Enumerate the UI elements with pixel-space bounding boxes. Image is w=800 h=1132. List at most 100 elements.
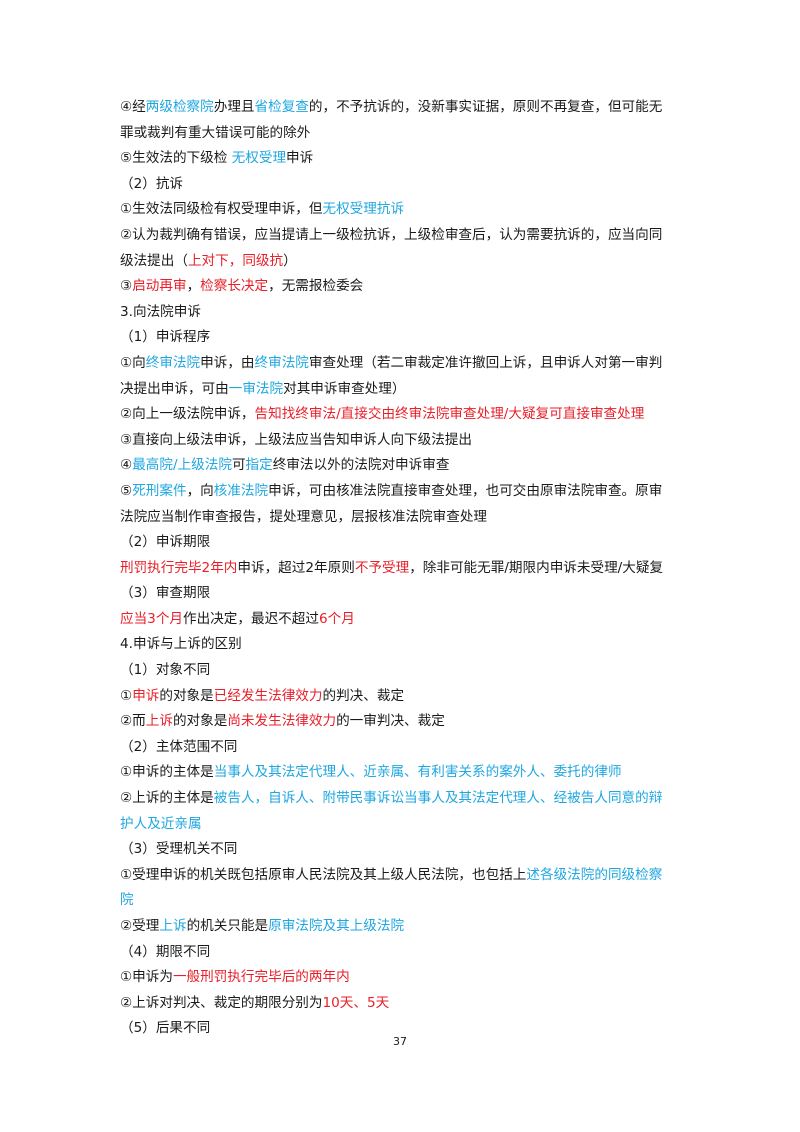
highlight-blue: 无权受理 [231,150,287,167]
highlight-red: 已经发生法律效力 [213,687,323,704]
text-run: （2）主体范围不同 [120,738,238,755]
text-line: ④最高院/上级法院可指定终审法以外的法院对申诉审查 [120,453,690,479]
text-line: 法院应当制作审查报告，提处理意见，层报核准法院审查处理 [120,505,690,531]
text-run: 的，不予抗诉的，没新事实证据，原则不再复查，但可能无 [308,99,663,115]
highlight-blue: 两级检察院 [145,99,214,115]
highlight-blue: 指定 [245,457,273,474]
text-run: （4）期限不同 [120,943,211,960]
highlight-blue: 院 [120,892,134,909]
text-line: （2）主体范围不同 [120,735,690,761]
text-line: ②上诉对判决、裁定的期限分别为10天、5天 [120,991,690,1017]
text-run: 申诉 [286,150,314,167]
text-line: 护人及近亲属 [120,812,690,838]
highlight-red: 告知找终审法/直接交由终审法院审查处理/大疑复可直接审查处理 [254,406,645,423]
text-run: ⑤ [120,482,133,499]
text-line: 决提出申诉，可由一审法院对其申诉审查处理） [120,377,690,403]
text-line: （4）期限不同 [120,940,690,966]
text-run: ③ [120,278,133,295]
text-line: ③启动再审，检察长决定，无需报检委会 [120,274,690,300]
text-run: 申诉，可由核准法院直接审查处理，也可交由原审法院审查。原审 [268,482,663,499]
text-run: 作出决定，最迟不超过 [183,610,319,627]
highlight-blue: 核准法院 [213,482,269,499]
text-run: （3）审查期限 [120,585,211,602]
document-body: ④经两级检察院办理且省检复查的，不予抗诉的，没新事实证据，原则不再复查，但可能无… [120,95,690,1042]
text-run: ①受理申诉的机关既包括原审人民法院及其上级人民法院，也包括上 [120,866,527,883]
text-run: 申诉，由 [200,354,255,371]
text-line: （5）后果不同 [120,1016,690,1042]
text-run: 的一审判决、裁定 [336,713,445,730]
highlight-blue: 省检复查 [254,99,309,115]
text-run: （2）申诉期限 [120,534,211,551]
text-run: （2）抗诉 [120,175,184,192]
text-line: 罪或裁判有重大错误可能的除外 [120,121,690,147]
text-run: ②上诉对判决、裁定的期限分别为 [120,994,323,1011]
text-line: （1）对象不同 [120,658,690,684]
text-line: ②上诉的主体是被告人，自诉人、附带民事诉讼当事人及其法定代理人、经被告人同意的辩 [120,786,690,812]
text-line: 3.向法院申诉 [120,300,690,326]
text-run: 3.向法院申诉 [120,303,201,320]
text-run: ，除非可能无罪/期限内申诉未受理/大疑复 [409,559,664,576]
highlight-red: 6个月 [318,610,355,627]
highlight-red: 上诉 [145,713,173,730]
text-run: ①生效法同级检有权受理申诉，但 [120,201,323,218]
text-run: ②受理 [120,918,160,934]
text-run: 对其申诉审查处理） [283,380,406,397]
highlight-blue: 述各级法院的同级检察 [526,866,663,883]
highlight-blue: 原审法院及其上级法院 [268,918,405,934]
text-run: ，无需报检委会 [268,278,364,295]
highlight-red: 刑罚执行完毕2年内 [120,559,238,576]
text-run: ①向 [120,354,146,371]
highlight-red: 不予受理 [354,559,410,576]
highlight-blue: 上诉 [159,918,187,934]
text-line: ①申诉为一般刑罚执行完毕后的两年内 [120,965,690,991]
text-run: 法院应当制作审查报告，提处理意见，层报核准法院审查处理 [120,508,488,525]
highlight-blue: 护人及近亲属 [120,815,202,832]
text-line: ⑤死刑案件，向核准法院申诉，可由核准法院直接审查处理，也可交由原审法院审查。原审 [120,479,690,505]
text-run: ， [186,278,201,295]
highlight-red: 尚未发生法律效力 [227,713,337,730]
text-line: ②向上一级法院申诉，告知找终审法/直接交由终审法院审查处理/大疑复可直接审查处理 [120,402,690,428]
highlight-red: 上对下，同级抗 [187,252,284,269]
text-line: 应当3个月作出决定，最迟不超过6个月 [120,607,690,633]
text-run: 的判决、裁定 [322,687,405,704]
text-run: ① [120,687,133,704]
text-run: 可 [231,457,246,474]
text-run: （3）受理机关不同 [120,841,238,858]
text-run: ，向 [186,482,214,499]
text-run: 4.申诉与上诉的区别 [120,636,242,653]
text-line: ①向终审法院申诉，由终审法院审查处理（若二审裁定准许撤回上诉，且申诉人对第一审判 [120,351,690,377]
text-line: ②认为裁判确有错误，应当提请上一级检抗诉，上级检审查后，认为需要抗诉的，应当向同 [120,223,690,249]
text-line: 院 [120,888,690,914]
highlight-blue: 一审法院 [228,380,284,397]
text-run: 审查处理（若二审裁定准许撤回上诉，且申诉人对第一审判 [308,354,663,371]
text-line: 级法提出（上对下，同级抗） [120,249,690,275]
text-run: 的机关只能是 [186,918,269,934]
text-line: ①生效法同级检有权受理申诉，但无权受理抗诉 [120,197,690,223]
highlight-blue: 终审法院 [145,354,201,371]
text-run: ④ [120,457,133,474]
text-run: ①申诉为 [120,969,173,986]
text-run: 罪或裁判有重大错误可能的除外 [120,124,311,141]
text-line: ①申诉的主体是当事人及其法定代理人、近亲属、有利害关系的案外人、委托的律师 [120,760,690,786]
highlight-red: 10天、5天 [322,994,390,1011]
text-run: 决提出申诉，可由 [120,380,229,397]
highlight-blue: 无权受理抗诉 [322,201,405,218]
text-line: ⑤生效法的下级检 无权受理申诉 [120,146,690,172]
text-line: ①申诉的对象是已经发生法律效力的判决、裁定 [120,684,690,710]
text-line: ③直接向上级法申诉，上级法应当告知申诉人向下级法提出 [120,428,690,454]
text-line: 4.申诉与上诉的区别 [120,632,690,658]
highlight-red: 应当3个月 [120,610,184,627]
highlight-blue: 死刑案件 [132,482,187,499]
text-run: ②上诉的主体是 [120,790,214,807]
text-run: （1）申诉程序 [120,329,211,346]
highlight-blue: 被告人，自诉人、附带民事诉讼当事人及其法定代理人、经被告人同意的辩 [213,790,663,807]
text-line: ④经两级检察院办理且省检复查的，不予抗诉的，没新事实证据，原则不再复查，但可能无 [120,95,690,121]
text-line: （2）抗诉 [120,172,690,198]
text-run: 的对象是 [172,713,228,730]
text-line: （3）受理机关不同 [120,837,690,863]
text-line: （2）申诉期限 [120,530,690,556]
text-run: 办理且 [213,99,255,115]
text-line: ②而上诉的对象是尚未发生法律效力的一审判决、裁定 [120,709,690,735]
text-run: 终审法以外的法院对申诉审查 [272,457,450,474]
text-line: 刑罚执行完毕2年内申诉，超过2年原则不予受理，除非可能无罪/期限内申诉未受理/大… [120,556,690,582]
